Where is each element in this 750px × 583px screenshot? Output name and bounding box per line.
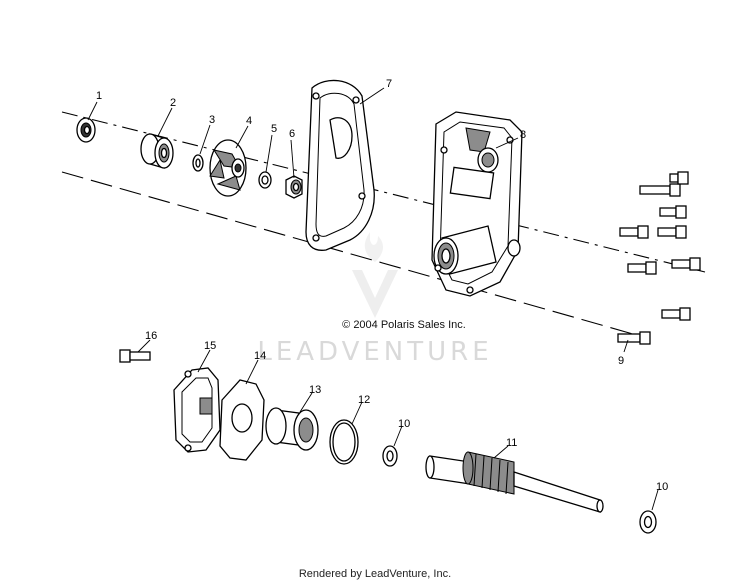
part-6-nut [285,175,303,199]
callout-14: 14 [254,350,266,362]
callout-11: 11 [506,437,517,449]
assembly-axis-lines [61,111,706,337]
callout-6: 6 [289,128,295,140]
callout-3: 3 [209,114,215,126]
part-10-washer-upper [382,445,398,467]
callout-15: 15 [204,340,216,352]
callout-4: 4 [246,115,252,127]
part-11-shaft [425,451,604,513]
part-16-bolt [119,349,151,363]
watermark-text: LEADVENTURE [257,337,492,367]
part-10-washer-lower [639,510,657,534]
part-3-washer [192,154,204,172]
callout-5: 5 [271,123,277,135]
callout-16: 16 [145,330,157,342]
part-5-washer [258,171,272,189]
callout-8: 8 [520,129,526,141]
callout-1: 1 [96,90,102,102]
callout-labels: 1 2 3 4 5 6 7 8 9 10 10 11 12 13 14 15 1… [96,78,668,493]
callout-13: 13 [309,384,321,396]
callout-7: 7 [386,78,392,90]
footer-rendered-by: Rendered by LeadVenture, Inc. [299,568,451,580]
callout-10-lower: 10 [656,481,668,493]
part-13-sleeve [265,407,319,451]
part-9-bolts [617,171,701,345]
part-12-o-ring [329,419,359,465]
callout-10-upper: 10 [398,418,410,430]
callout-9: 9 [618,355,624,367]
part-2-bearing [140,133,174,169]
copyright-text: © 2004 Polaris Sales Inc. [342,319,466,331]
callout-leader-lines [87,87,659,511]
part-7-gasket [305,79,375,251]
part-1-seal [76,117,96,143]
callout-12: 12 [358,394,370,406]
part-14-gasket [219,379,265,461]
part-4-impeller [209,139,247,197]
part-15-cover-plate [173,367,221,453]
part-8-pump-housing [431,111,523,297]
callout-2: 2 [170,97,176,109]
leadventure-watermark-logo [352,232,398,318]
